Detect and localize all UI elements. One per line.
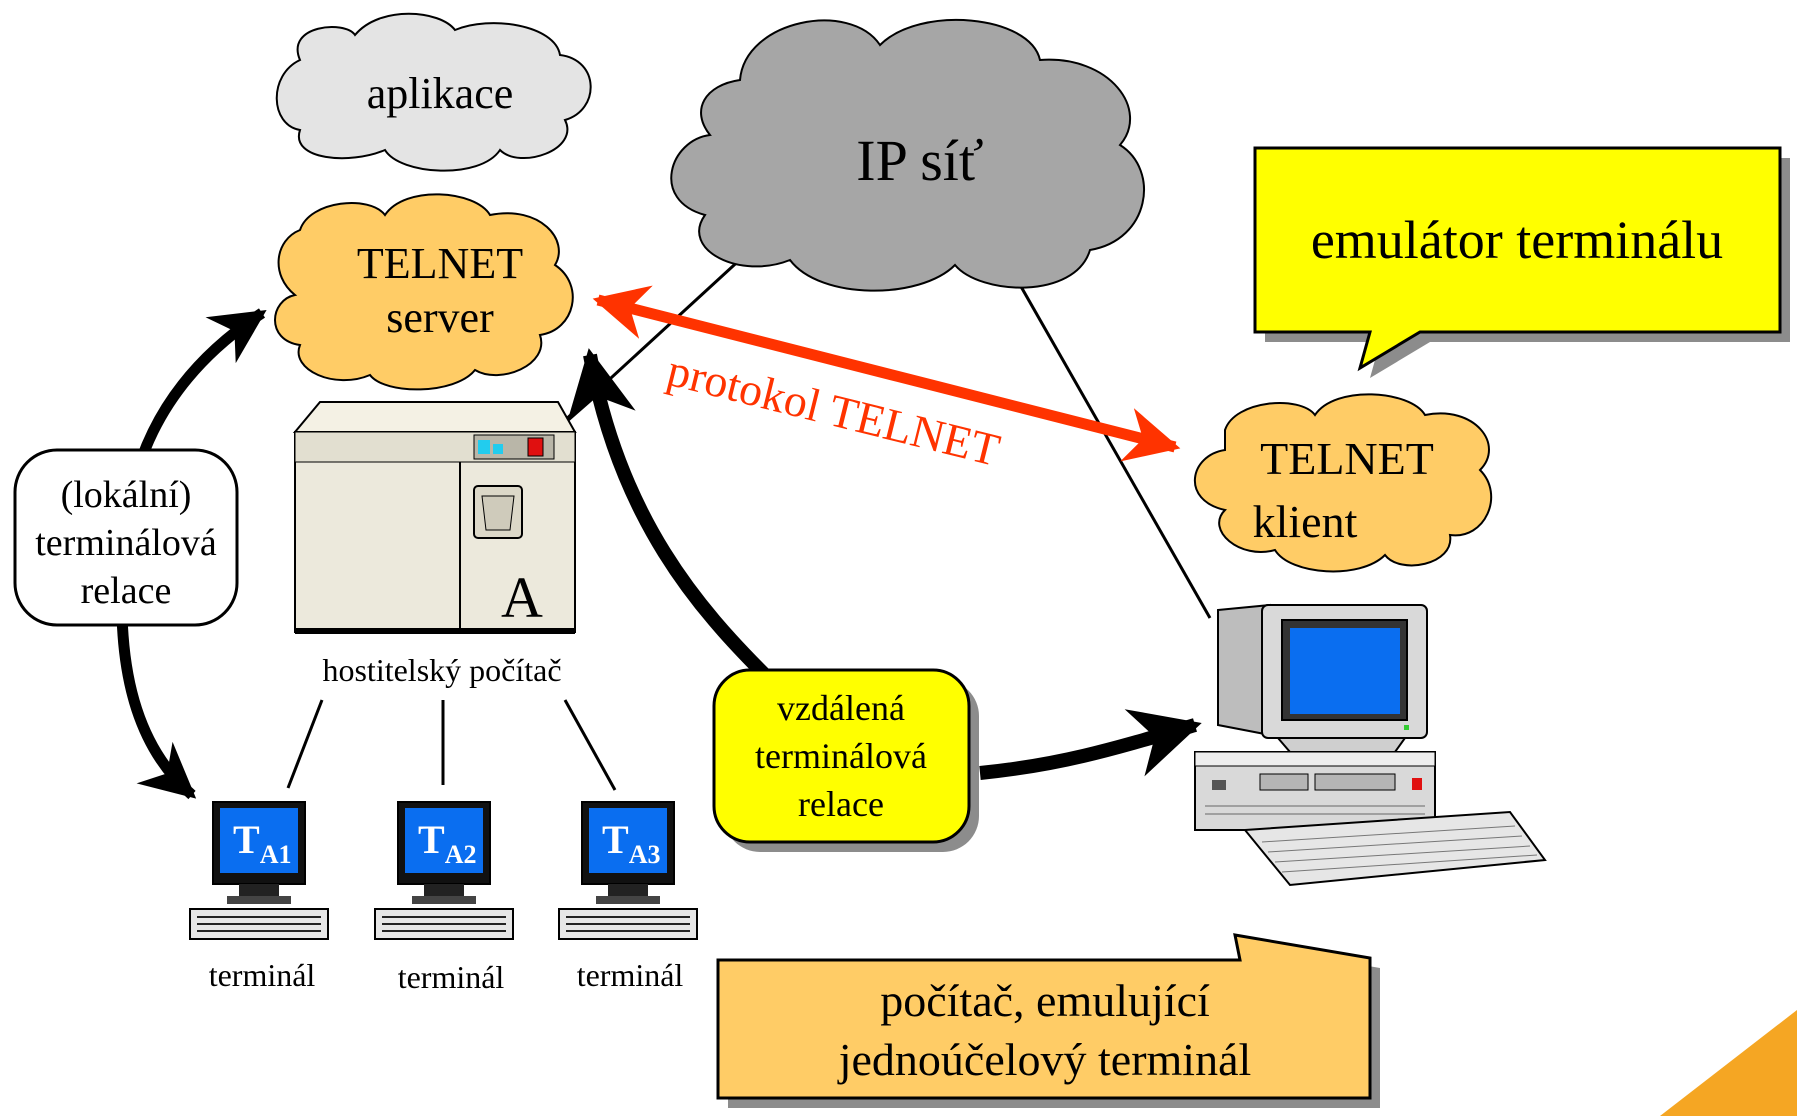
cloud-telnet-client: TELNET klient — [1194, 393, 1493, 573]
remote-session-line1: vzdálená — [777, 688, 905, 728]
terminal-screen-sub: A1 — [260, 840, 292, 869]
emulating-pc — [1194, 603, 1547, 887]
cloud-ip-label: IP síť — [856, 128, 983, 193]
terminal-screen-sub: A3 — [629, 840, 661, 869]
host-letter: A — [501, 565, 543, 630]
svg-text:TA3: TA3 — [602, 817, 660, 869]
terminal-screen — [405, 808, 483, 873]
remote-session-arrow-to-server — [566, 348, 770, 680]
corner-accent — [1660, 1010, 1797, 1116]
terminal-a3: TA3 — [558, 801, 698, 940]
host-computer: A — [292, 401, 577, 634]
remote-session-box: vzdálená terminálová relace — [712, 668, 979, 852]
terminal-a2: TA2 — [374, 801, 514, 940]
terminal-a1: TA1 — [189, 801, 329, 940]
remote-session-line3: relace — [798, 784, 884, 824]
pc-screen — [1290, 628, 1400, 714]
terminal-screen — [220, 808, 298, 873]
remote-session-line2: terminálová — [755, 736, 927, 776]
terminal-screen-main: T — [602, 817, 629, 862]
terminal-screen-main: T — [233, 817, 260, 862]
cloud-aplikace-label: aplikace — [367, 69, 514, 118]
terminal-a1-caption: terminál — [209, 957, 316, 993]
server-label-line2: server — [386, 293, 494, 342]
host-indicator-light — [493, 444, 503, 454]
terminal-screen — [589, 808, 667, 873]
client-label-line2: klient — [1253, 496, 1358, 547]
terminal-a2-caption: terminál — [398, 959, 505, 995]
server-label-line1: TELNET — [357, 239, 523, 288]
remote-session-arrow-to-client — [979, 709, 1202, 780]
cloud-ip-network: IP síť — [670, 19, 1145, 292]
svg-text:TA2: TA2 — [418, 817, 476, 869]
client-label-line1: TELNET — [1260, 433, 1434, 484]
svg-text:TA1: TA1 — [233, 817, 291, 869]
local-session-line1: (lokální) — [61, 474, 192, 516]
host-indicator-light — [478, 440, 490, 454]
pc-keyboard-keys — [1261, 825, 1538, 873]
local-session-line3: relace — [81, 570, 172, 612]
terminal-a3-caption: terminál — [577, 957, 684, 993]
emulator-callout: emulátor terminálu — [1253, 146, 1790, 378]
terminal-screen-main: T — [418, 817, 445, 862]
emulator-label: emulátor terminálu — [1311, 210, 1723, 270]
protocol-arrow — [592, 285, 1181, 462]
local-session-line2: terminálová — [35, 522, 217, 564]
local-session-box: (lokální) terminálová relace — [13, 448, 239, 627]
emul-pc-line2: jednoúčelový terminál — [837, 1034, 1252, 1085]
terminal-screen-sub: A2 — [445, 840, 477, 869]
cloud-telnet-server: TELNET server — [274, 193, 574, 391]
emul-pc-line1: počítač, emulující — [880, 975, 1210, 1026]
host-caption: hostitelský počítač — [322, 652, 561, 688]
emulating-pc-callout: počítač, emulující jednoúčelový terminál — [716, 933, 1380, 1108]
cloud-aplikace: aplikace — [275, 12, 592, 172]
host-indicator-light — [527, 437, 544, 457]
